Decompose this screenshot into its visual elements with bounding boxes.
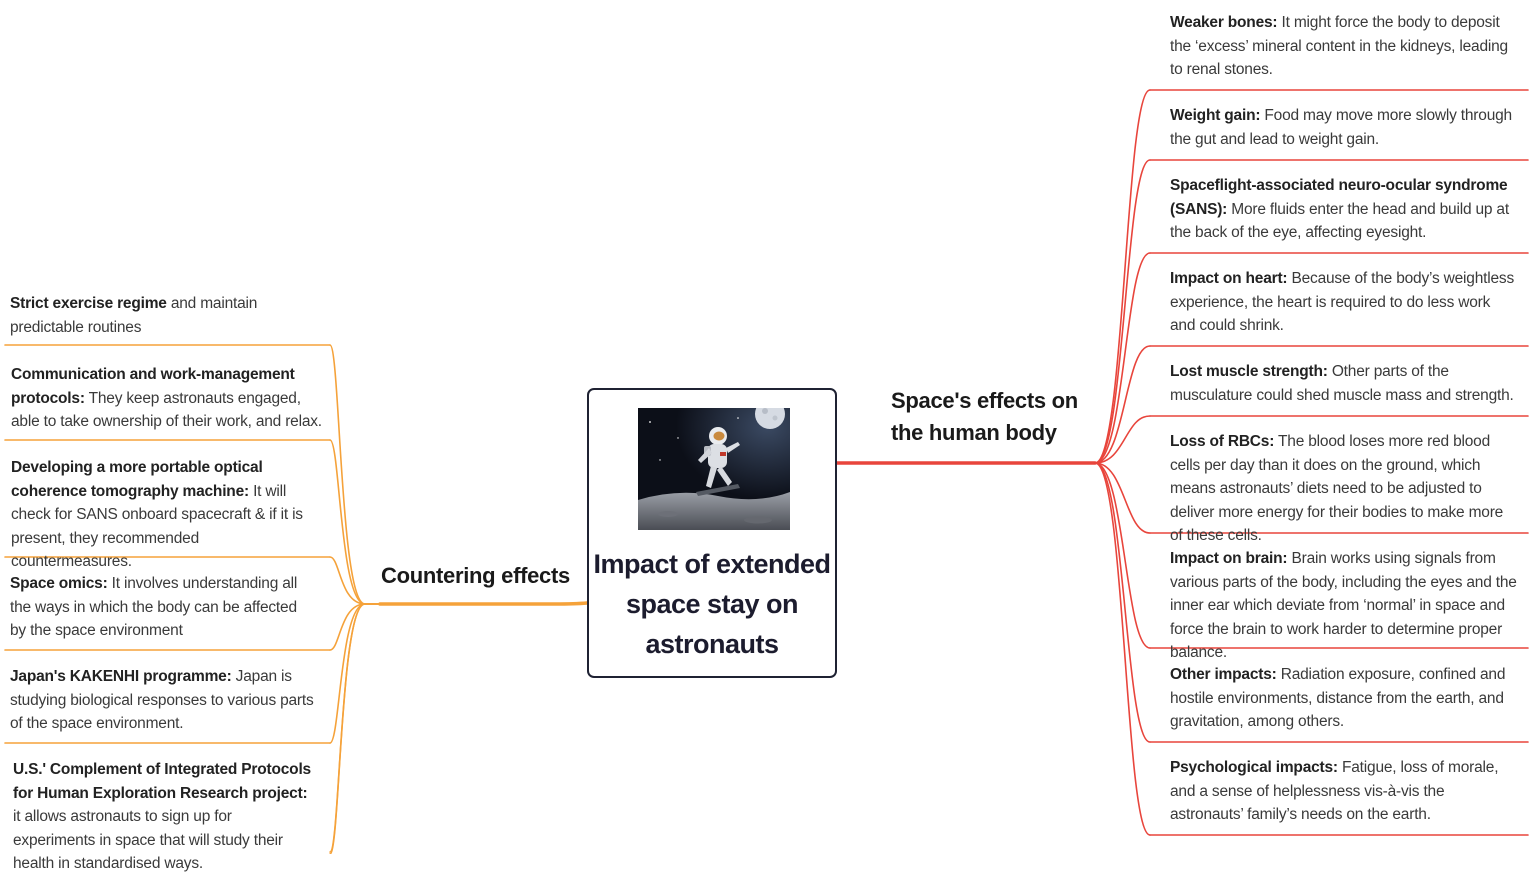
left-item-5[interactable]: Japan's KAKENHI programme: Japan is stud… [10,665,320,736]
left-branch-curve-4 [329,603,366,651]
right-item-6-text: The blood loses more red blood cells per… [1170,433,1504,544]
right-item-3[interactable]: Spaceflight-associated neuro-ocular synd… [1170,174,1522,245]
right-item-6-title: Loss of RBCs: [1170,433,1275,450]
right-item-7-title: Impact on brain: [1170,550,1288,567]
right-item-7[interactable]: Impact on brain: Brain works using signa… [1170,547,1518,665]
right-item-1-text: It might force the body to deposit the ‘… [1170,14,1508,78]
left-item-4-title: Space omics: [10,575,108,592]
left-item-3-text: It will check for SANS onboard spacecraf… [11,482,303,571]
left-branch-label[interactable]: Countering effects [381,563,570,588]
right-branch-curve-2 [1094,159,1151,464]
astronaut-image [638,408,790,530]
right-item-9-text: Fatigue, loss of morale, and a sense of … [1170,759,1499,823]
left-item-1-title: Strict exercise regime [10,295,167,312]
left-branch-curve-3 [329,556,366,605]
left-item-3[interactable]: Developing a more portable optical coher… [11,456,311,574]
left-item-2-text: They keep astronauts engaged, able to ta… [11,389,322,431]
left-branch-curve-5 [329,603,366,744]
right-item-4-title: Impact on heart: [1170,270,1288,287]
right-item-7-text: Brain works using signals from various p… [1170,550,1517,661]
right-branch-curve-8 [1094,462,1151,743]
right-item-2-title: Weight gain: [1170,107,1261,124]
right-item-6[interactable]: Loss of RBCs: The blood loses more red b… [1170,430,1518,548]
right-item-1[interactable]: Weaker bones: It might force the body to… [1170,11,1515,82]
right-item-2-text: Food may move more slowly through the gu… [1170,107,1512,148]
right-item-2[interactable]: Weight gain: Food may move more slowly t… [1170,104,1515,151]
left-branch-curve-1 [329,344,366,605]
left-branch-curve-2 [329,439,366,605]
right-branch-label[interactable]: Space's effects on the human body [891,388,1078,445]
right-item-8[interactable]: Other impacts: Radiation exposure, confi… [1170,663,1518,734]
right-item-1-title: Weaker bones: [1170,14,1278,31]
central-topic-title: Impact of extended space stay on astrona… [593,549,831,659]
right-item-4[interactable]: Impact on heart: Because of the body’s w… [1170,267,1515,338]
right-item-4-text: Because of the body’s weightless experie… [1170,270,1514,334]
right-item-5[interactable]: Lost muscle strength: Other parts of the… [1170,360,1515,407]
right-item-5-title: Lost muscle strength: [1170,363,1328,380]
right-item-5-text: Other parts of the musculature could she… [1170,363,1514,404]
left-item-4[interactable]: Space omics: It involves understanding a… [10,572,310,643]
left-item-1-text: and maintain predictable routines [10,295,258,336]
left-item-5-text: Japan is studying biological responses t… [10,668,314,732]
left-item-6[interactable]: U.S.' Complement of Integrated Protocols… [13,758,313,876]
left-item-5-title: Japan's KAKENHI programme: [10,668,232,685]
right-branch-curve-5 [1094,415,1151,464]
right-branch-curve-3 [1094,252,1151,464]
right-item-8-title: Other impacts: [1170,666,1277,683]
left-trunk-line [378,601,589,606]
right-branch-curve-1 [1094,89,1151,464]
central-topic-node[interactable]: Impact of extended space stay on astrona… [587,388,837,678]
right-item-3-text: More fluids enter the head and build up … [1170,200,1509,242]
right-branch-curve-6 [1094,462,1151,534]
right-item-9[interactable]: Psychological impacts: Fatigue, loss of … [1170,756,1510,827]
left-item-4-text: It involves understanding all the ways i… [10,575,298,639]
right-item-3-title: Spaceflight-associated neuro-ocular synd… [1170,177,1508,218]
left-item-6-text: it allows astronauts to sign up for expe… [13,808,283,872]
connector-lines [4,89,1529,854]
left-item-2[interactable]: Communication and work-management protoc… [11,363,326,434]
right-item-9-title: Psychological impacts: [1170,759,1338,776]
left-item-2-title: Communication and work-management protoc… [11,366,295,407]
left-item-6-title: U.S.' Complement of Integrated Protocols… [13,761,311,802]
right-branch-curve-7 [1094,462,1151,649]
right-branch-curve-9 [1094,462,1151,836]
right-branch-curve-4 [1094,345,1151,464]
right-item-8-text: Radiation exposure, confined and hostile… [1170,666,1506,730]
left-item-1[interactable]: Strict exercise regime and maintain pred… [10,292,310,339]
left-item-3-title: Developing a more portable optical coher… [11,459,263,500]
left-branch-curve-bottom [329,603,366,854]
